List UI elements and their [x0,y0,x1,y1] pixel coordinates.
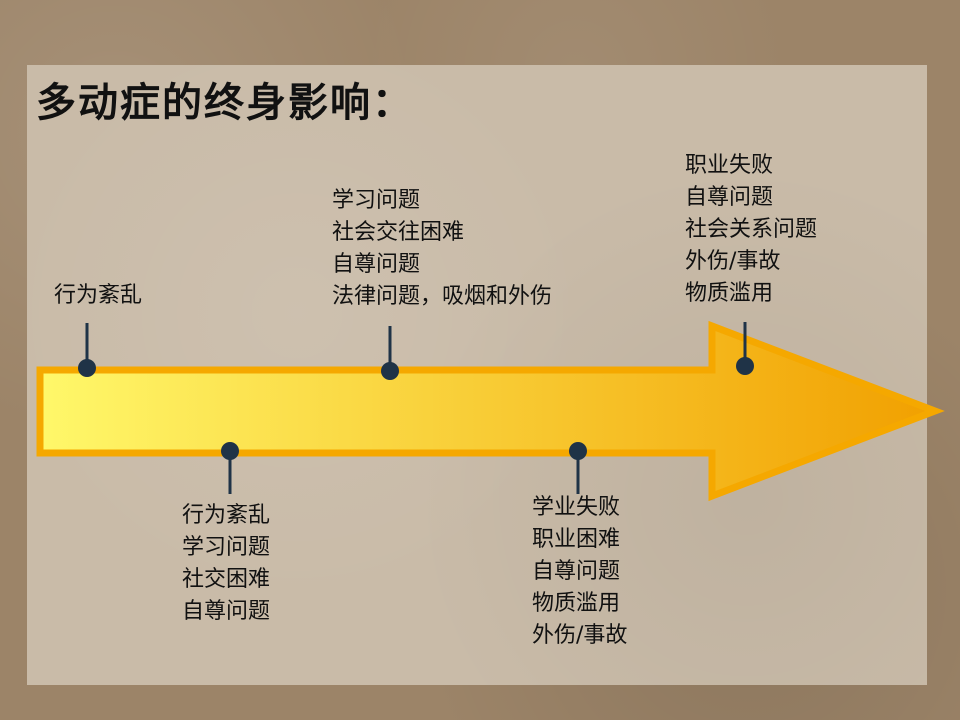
stage-4-items: 学业失败 职业困难 自尊问题 物质滥用 外伤/事故 [532,492,627,652]
stage-item: 学业失败 [532,495,621,520]
stage-item: 行为紊乱 [54,283,143,308]
stage-item: 职业失败 [685,153,774,178]
stage-5-items: 职业失败 自尊问题 社会关系问题 外伤/事故 物质滥用 [685,150,817,310]
stage-marker-1 [78,323,96,377]
stage-1-items: 行为紊乱 [54,280,142,312]
stage-item: 学习问题 [332,188,421,213]
stage-marker-3 [381,326,399,380]
slide-title: 多动症的终身影响： [36,80,414,126]
stage-marker-2 [221,442,239,494]
stage-3-items: 学习问题 社会交往困难 自尊问题 法律问题，吸烟和外伤 [332,185,552,313]
stage-item: 社会关系问题 [685,217,818,242]
stage-item: 物质滥用 [532,591,621,616]
stage-item: 自尊问题 [532,559,621,584]
stage-item: 社会交往困难 [332,220,465,245]
stage-item: 外伤/事故 [685,249,781,274]
stage-marker-4 [569,442,587,494]
stage-item: 行为紊乱 [182,503,271,528]
stage-item: 外伤/事故 [532,623,628,648]
stage-item: 学习问题 [182,535,271,560]
arrow-shape [36,320,945,502]
stage-item: 职业困难 [532,527,621,552]
stage-marker-5 [736,322,754,375]
stage-item: 社交困难 [182,567,271,592]
stage-2-items: 行为紊乱 学习问题 社交困难 自尊问题 [182,500,270,628]
stage-item: 法律问题，吸烟和外伤 [332,284,553,309]
stage-item: 物质滥用 [685,281,774,306]
stage-item: 自尊问题 [685,185,774,210]
stage-item: 自尊问题 [182,599,271,624]
stage-item: 自尊问题 [332,252,421,277]
